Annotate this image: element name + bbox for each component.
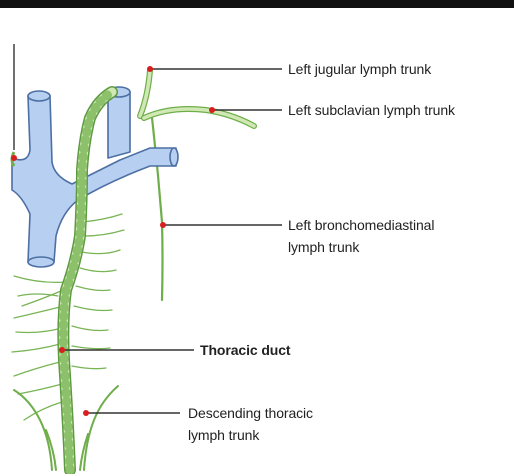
- label-thoracic-duct: Thoracic duct: [200, 341, 291, 359]
- dot-jugular: [147, 66, 153, 72]
- label-left-jugular: Left jugular lymph trunk: [288, 60, 431, 78]
- label-descending-thoracic-line2: lymph trunk: [188, 426, 259, 444]
- label-left-bronchomediastinal-line2: lymph trunk: [288, 238, 359, 256]
- left-bronchomediastinal-vessel: [152, 118, 163, 300]
- dot-subclavian: [209, 107, 215, 113]
- label-descending-thoracic-line1: Descending thoracic: [188, 404, 313, 422]
- top-bar: [0, 0, 514, 8]
- label-left-bronchomediastinal-line1: Left bronchomediastinal: [288, 216, 434, 234]
- label-left-subclavian: Left subclavian lymph trunk: [288, 101, 455, 119]
- dot-left-edge: [11, 155, 17, 161]
- dot-thoracic-duct: [59, 347, 65, 353]
- dot-descending: [83, 410, 89, 416]
- dot-bronchomediastinal: [160, 222, 166, 228]
